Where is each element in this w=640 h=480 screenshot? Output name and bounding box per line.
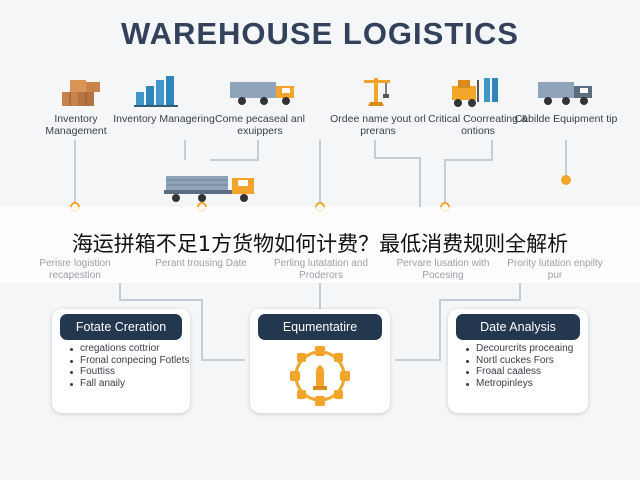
- timeline-node-active: [561, 175, 571, 185]
- mid-label-pervare: Pervare lusation with Pocesing: [396, 258, 490, 281]
- top-label-inventory-managering: Inventory Managering: [113, 113, 215, 125]
- top-label-come-pecaseal: Come pecaseal anl exuippers: [215, 113, 305, 137]
- flatbed-truck-icon: [164, 176, 254, 202]
- crane-icon: [364, 78, 390, 106]
- panel-title: Equmentatire: [258, 314, 382, 340]
- panel-bullet-list: Decourcrits proceaing Nortl cuckes Fors …: [466, 343, 573, 389]
- list-item: Decourcrits proceaing: [466, 343, 573, 355]
- list-item: Fall anaily: [70, 378, 190, 390]
- gear-cycle-icon: [290, 346, 350, 406]
- panel-equmentatire: Equmentatire: [250, 309, 390, 413]
- list-item: Fouttiss: [70, 366, 190, 378]
- mid-label-logistion: Perisre logistion recapestion: [39, 258, 111, 281]
- mid-label-perling: Perling lutatation and Proderors: [274, 258, 368, 281]
- top-label-cabilde-equipment: Cabilde Equipment tip: [514, 113, 618, 125]
- delivery-truck-icon: [538, 82, 592, 105]
- mid-label-prority: Prority lutation enpilty pur: [507, 258, 603, 281]
- list-item: Nortl cuckes Fors: [466, 355, 573, 367]
- page-title: WAREHOUSE LOGISTICS: [121, 16, 519, 51]
- panel-title: Date Analysis: [456, 314, 580, 340]
- top-label-ordee-name: Ordee name yout orl prerans: [330, 113, 426, 137]
- top-label-critical-coorreating: Critical Coorreating & ontions: [428, 113, 528, 137]
- banner-headline: 海运拼箱不足1方货物如何计费？最低消费规则全解析: [71, 232, 569, 256]
- truck-icon: [230, 82, 294, 105]
- warehouse-shelves-icon: [134, 76, 178, 107]
- list-item: Metropinleys: [466, 378, 573, 390]
- forklift-icon: [452, 78, 498, 107]
- list-item: Froaal caaless: [466, 366, 573, 378]
- panel-date-analysis: Date Analysis Decourcrits proceaing Nort…: [448, 309, 588, 413]
- panel-title: Fotate Creration: [60, 314, 182, 340]
- title-banner: [0, 207, 640, 283]
- list-item: cregations cottrior: [70, 343, 190, 355]
- boxes-icon: [62, 80, 100, 106]
- list-item: Fronal conpecing Fotlets: [70, 355, 190, 367]
- mid-label-trousing: Perant trousing Date: [155, 258, 247, 269]
- top-label-inventory-management: Inventory Management: [45, 113, 107, 137]
